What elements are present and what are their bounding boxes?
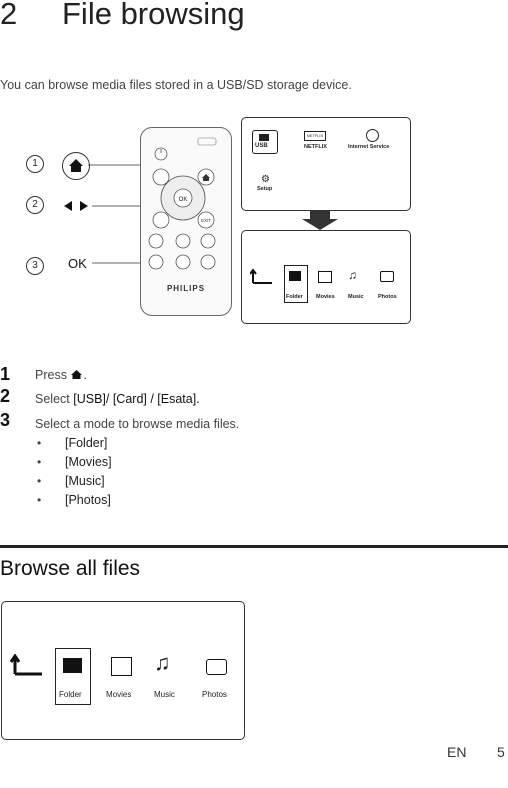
usb-icon [259, 134, 269, 141]
step-number-1: 1 [0, 364, 11, 384]
gear-icon: ⚙ [261, 174, 270, 185]
footer-language: EN [447, 744, 467, 760]
bullet-movies: [Movies] [65, 455, 112, 469]
music-label: Music [154, 690, 175, 699]
film-icon [318, 271, 332, 283]
photos-label: Photos [378, 294, 397, 300]
music-note-icon[interactable]: ♫ [154, 650, 171, 675]
home-icon [71, 370, 83, 379]
svg-text:OK: OK [179, 197, 188, 203]
folder-icon [289, 271, 301, 281]
back-icon [10, 654, 42, 676]
browse-screen-large: Folder Movies ♫ Music Photos [1, 601, 245, 740]
step-number-2: 2 [0, 386, 11, 406]
svg-text:PHILIPS: PHILIPS [167, 284, 205, 293]
folder-tile-selected [284, 265, 308, 303]
internet-service-label: Internet Service [348, 144, 390, 150]
home-key [62, 152, 90, 180]
callout-3: 3 [26, 257, 44, 275]
folder-label: Folder [59, 690, 82, 699]
camera-icon[interactable] [206, 659, 227, 675]
chapter-number: 2 [0, 0, 18, 31]
music-note-icon: ♫ [348, 268, 357, 282]
movies-label: Movies [106, 690, 132, 699]
back-icon [250, 268, 272, 284]
netflix-logo: NETFLIX [304, 131, 326, 141]
folder-label: Folder [286, 294, 303, 300]
remote-buttons: OK EXIT PHILIPS [148, 137, 217, 293]
remote-control: OK EXIT PHILIPS [140, 127, 232, 316]
svg-text:EXIT: EXIT [201, 218, 211, 223]
step-2-label: Select [35, 392, 70, 406]
step-3-text: Select a mode to browse media files. [35, 417, 240, 431]
step-1-text: Press . [35, 368, 87, 382]
bullet-dot: • [37, 493, 42, 507]
movies-label: Movies [316, 294, 335, 300]
home-screen-preview: USB NETFLIX NETFLIX Internet Service ⚙ S… [241, 117, 411, 211]
down-arrow-icon [302, 211, 338, 230]
section-title: Browse all files [0, 557, 141, 580]
film-icon[interactable] [111, 657, 132, 676]
photos-label: Photos [202, 690, 227, 699]
step-1-label: Press [35, 368, 67, 382]
usb-tile: USB [252, 130, 278, 154]
music-label: Music [348, 294, 364, 300]
browse-screen-preview: Folder Movies ♫ Music Photos [241, 230, 411, 324]
camera-icon [380, 271, 394, 282]
folder-icon [63, 658, 82, 673]
chapter-title: File browsing [62, 0, 245, 31]
section-divider [0, 545, 508, 548]
left-right-arrows-icon [64, 201, 88, 211]
bullet-music: [Music] [65, 474, 105, 488]
usb-label: USB [255, 143, 268, 149]
home-icon [69, 159, 83, 172]
setup-label: Setup [257, 186, 273, 192]
netflix-label: NETFLIX [304, 144, 327, 150]
callout-2: 2 [26, 196, 44, 214]
bullet-dot: • [37, 455, 42, 469]
bullet-folder: [Folder] [65, 436, 108, 450]
bullet-photos: [Photos] [65, 493, 111, 507]
bullet-dot: • [37, 474, 42, 488]
page-number: 5 [497, 744, 505, 760]
callout-1: 1 [26, 155, 44, 173]
step-number-3: 3 [0, 410, 11, 430]
folder-tile-selected[interactable] [55, 648, 91, 705]
globe-icon [366, 129, 379, 142]
step-1-period: . [83, 368, 87, 382]
step-2-text: Select [USB]/ [Card] / [Esata]. [35, 392, 200, 406]
bullet-dot: • [37, 436, 42, 450]
intro-text: You can browse media files stored in a U… [0, 78, 352, 92]
step-2-options: [USB]/ [Card] / [Esata]. [73, 392, 200, 406]
ok-key-label: OK [68, 256, 87, 271]
